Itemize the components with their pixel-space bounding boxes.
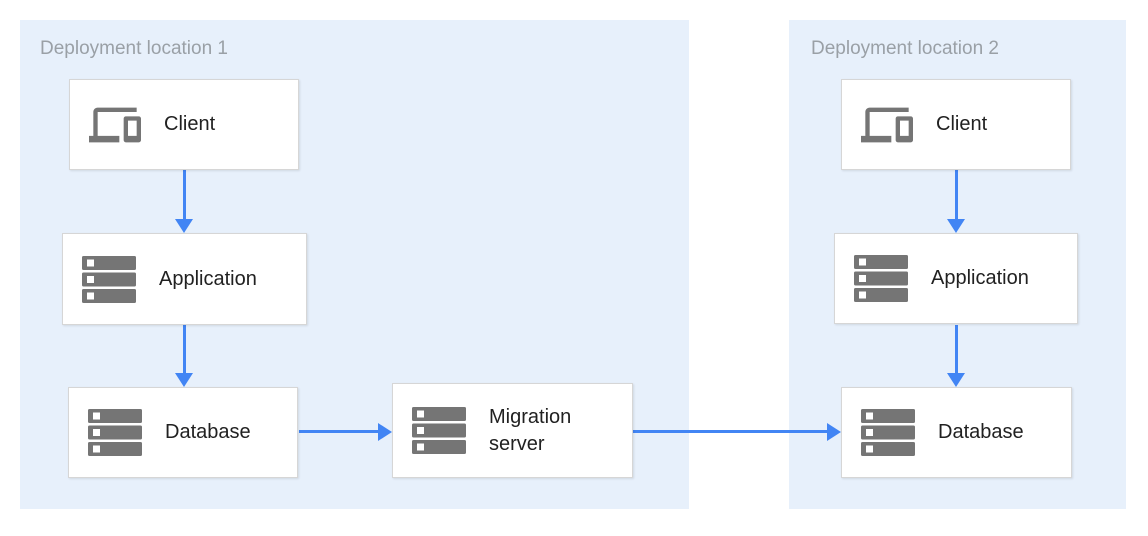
node-migration-server: Migration server xyxy=(392,383,633,478)
servers-icon xyxy=(88,409,142,456)
node-label: Application xyxy=(159,267,257,290)
node-application-2: Application xyxy=(834,233,1078,324)
node-label: Migration server xyxy=(489,405,572,455)
region-title: Deployment location 2 xyxy=(811,38,999,59)
arrow-line xyxy=(954,170,958,222)
arrow-head xyxy=(827,422,841,441)
node-database-1: Database xyxy=(68,387,298,478)
node-label: Database xyxy=(165,421,251,443)
node-label: Client xyxy=(164,113,216,135)
node-label: Application xyxy=(931,267,1029,289)
arrow-line xyxy=(182,170,186,222)
servers-icon xyxy=(412,407,466,454)
arrow-migration-server-to-database2 xyxy=(633,422,841,441)
arrow-head xyxy=(947,219,965,233)
arrow-line xyxy=(633,430,830,433)
arrow-head xyxy=(378,422,392,441)
arrow-client2-to-application2 xyxy=(947,170,965,233)
node-application-1: Application xyxy=(62,233,307,325)
node-label: Client xyxy=(936,113,988,135)
arrow-line xyxy=(954,325,958,376)
arrow-line xyxy=(182,325,186,376)
arrow-line xyxy=(299,430,381,433)
devices-icon xyxy=(861,99,913,151)
arrow-head xyxy=(175,373,193,387)
node-client-1: Client xyxy=(69,79,299,170)
devices-icon xyxy=(89,99,141,151)
arrow-application2-to-database2 xyxy=(947,325,965,387)
arrow-client1-to-application1 xyxy=(175,170,193,233)
arrow-application1-to-database1 xyxy=(175,325,193,387)
node-label: Database xyxy=(938,421,1024,443)
servers-icon xyxy=(854,255,908,302)
arrow-head xyxy=(175,219,193,233)
node-database-2: Database xyxy=(841,387,1072,478)
servers-icon xyxy=(861,409,915,456)
arrow-database1-to-migration-server xyxy=(299,422,392,441)
arrow-head xyxy=(947,373,965,387)
servers-icon xyxy=(82,255,136,303)
node-client-2: Client xyxy=(841,79,1071,170)
region-title: Deployment location 1 xyxy=(40,38,228,59)
